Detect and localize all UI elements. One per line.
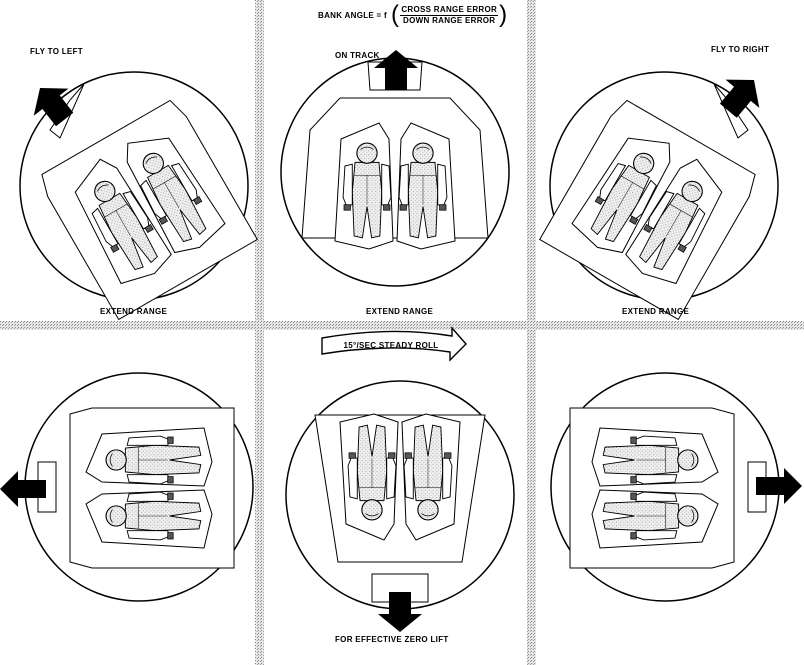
label-fly-right: FLY TO RIGHT: [711, 45, 770, 54]
label-fly-left: FLY TO LEFT: [30, 47, 83, 56]
label-extend-range-center: EXTEND RANGE: [366, 307, 434, 316]
panel-roll-right: [550, 372, 802, 602]
label-zero-lift: FOR EFFECTIVE ZERO LIFT: [335, 635, 449, 644]
steady-roll-arrow-icon: [321, 326, 467, 362]
label-steady-roll: 15°/SEC STEADY ROLL: [343, 341, 439, 350]
bank-angle-formula: BANK ANGLE = f ( CROSS RANGE ERROR DOWN …: [318, 1, 508, 28]
panel-zero-lift: [285, 326, 515, 632]
panel-on-track: [280, 50, 510, 287]
panel-fly-right: [539, 65, 779, 321]
formula-lead: BANK ANGLE = f: [318, 10, 388, 20]
panel-roll-left: [0, 372, 254, 602]
label-on-track: ON TRACK: [335, 51, 380, 60]
formula-numerator: CROSS RANGE ERROR: [400, 4, 499, 16]
panel-fly-left: [19, 71, 258, 321]
formula-denominator: DOWN RANGE ERROR: [403, 15, 496, 25]
label-extend-range-right: EXTEND RANGE: [622, 307, 690, 316]
label-extend-range-left: EXTEND RANGE: [100, 307, 168, 316]
